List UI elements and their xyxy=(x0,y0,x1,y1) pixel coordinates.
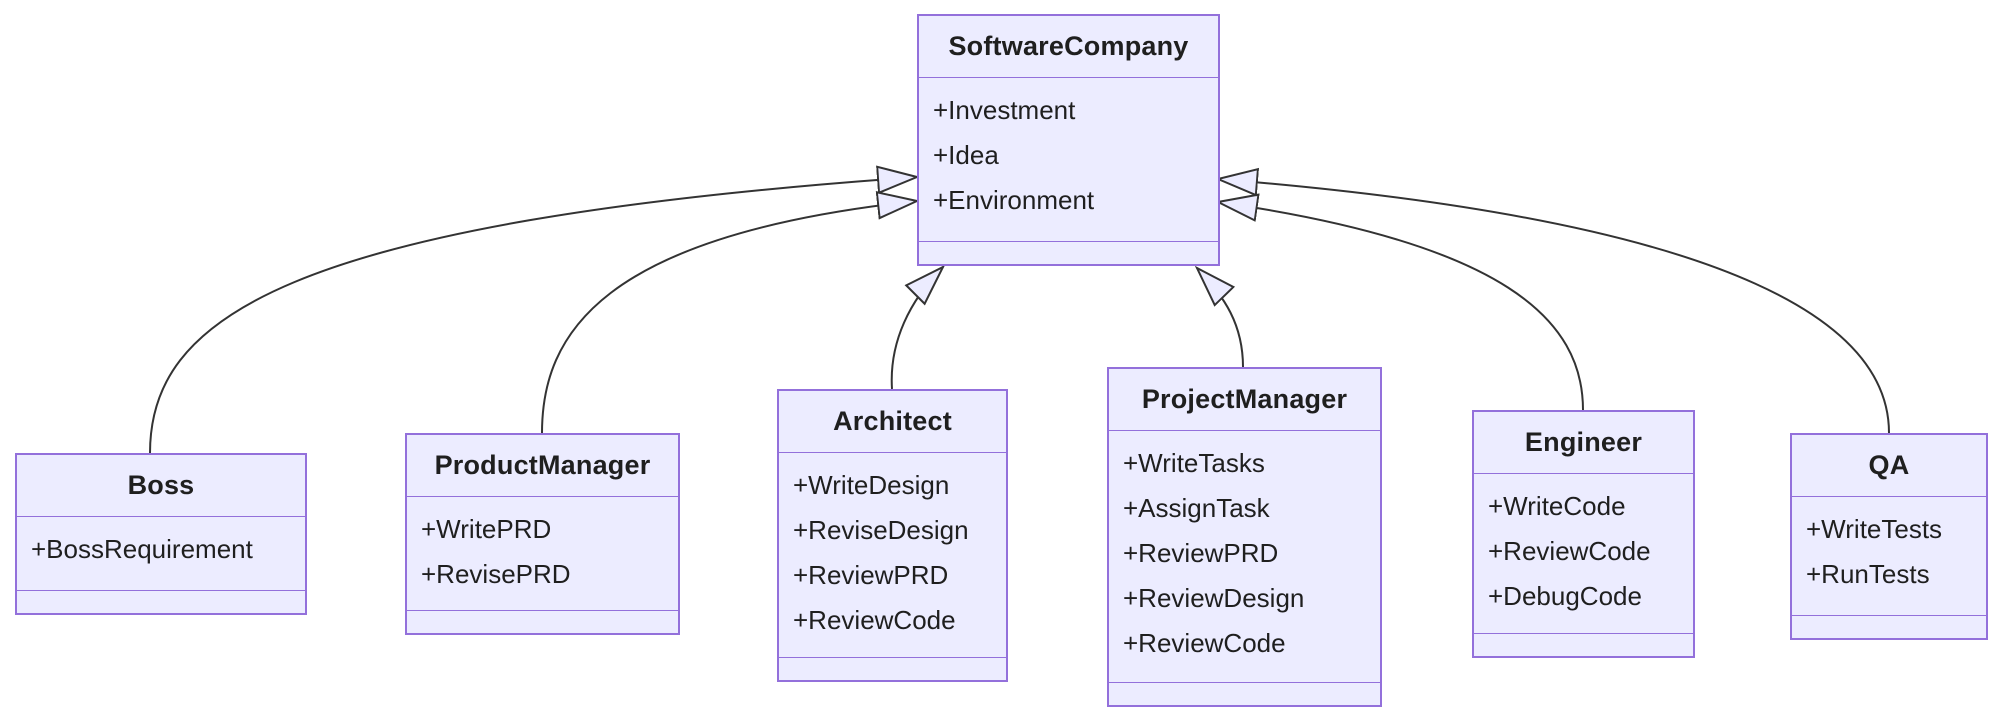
class-member: +WriteTests xyxy=(1806,514,1943,544)
class-member: +ReviseDesign xyxy=(793,515,969,545)
class-node-architect: Architect +WriteDesign +ReviseDesign +Revi… xyxy=(777,389,1008,682)
class-member: +RevisePRD xyxy=(421,559,571,589)
class-member: +ReviewCode xyxy=(793,605,956,635)
class-attributes: +WriteTests +RunTests xyxy=(1792,497,1986,615)
class-methods-empty xyxy=(1109,682,1380,705)
class-name: SoftwareCompany xyxy=(919,16,1218,78)
class-attributes: +Investment +Idea +Environment xyxy=(919,78,1218,241)
class-node-softwarecompany: SoftwareCompany +Investment +Idea +Environ… xyxy=(917,14,1220,266)
edge-engineer-inherits-softwarecompany xyxy=(1214,193,1584,411)
class-member: +Environment xyxy=(933,185,1095,215)
class-methods-empty xyxy=(17,590,305,613)
class-member: +Idea xyxy=(933,140,999,170)
class-member: +AssignTask xyxy=(1123,493,1270,523)
class-node-projectmanager: ProjectManager +WriteTasks +AssignTask +Re… xyxy=(1107,367,1382,707)
class-methods-empty xyxy=(779,657,1006,680)
class-name: ProductManager xyxy=(407,435,678,497)
class-member: +WriteDesign xyxy=(793,470,950,500)
class-name: ProjectManager xyxy=(1109,369,1380,431)
class-attributes: +BossRequirement xyxy=(17,517,305,590)
class-member: +WriteCode xyxy=(1488,491,1626,521)
class-member: +RunTests xyxy=(1806,559,1930,589)
edge-qa-inherits-softwarecompany xyxy=(1214,167,1890,434)
class-name: QA xyxy=(1792,435,1986,497)
class-member: +DebugCode xyxy=(1488,581,1642,611)
class-member: +BossRequirement xyxy=(31,534,253,564)
class-name: Boss xyxy=(17,455,305,517)
class-node-boss: Boss +BossRequirement xyxy=(15,453,307,615)
class-node-engineer: Engineer +WriteCode +ReviewCode +DebugCode xyxy=(1472,410,1695,658)
class-member: +WriteTasks xyxy=(1123,448,1265,478)
class-node-qa: QA +WriteTests +RunTests xyxy=(1790,433,1988,640)
class-attributes: +WriteCode +ReviewCode +DebugCode xyxy=(1474,474,1693,633)
class-methods-empty xyxy=(1792,615,1986,638)
edge-productmanager-inherits-softwarecompany xyxy=(541,190,921,434)
class-node-productmanager: ProductManager +WritePRD +RevisePRD xyxy=(405,433,680,635)
class-member: +ReviewCode xyxy=(1488,536,1651,566)
class-member: +ReviewCode xyxy=(1123,628,1286,658)
class-member: +ReviewDesign xyxy=(1123,583,1305,613)
edge-projectmanager-inherits-softwarecompany xyxy=(1194,265,1244,368)
class-attributes: +WriteDesign +ReviseDesign +ReviewPRD +Revi… xyxy=(779,453,1006,657)
class-member: +ReviewPRD xyxy=(793,560,949,590)
edge-boss-inherits-softwarecompany xyxy=(149,165,921,454)
class-name: Architect xyxy=(779,391,1006,453)
class-methods-empty xyxy=(1474,633,1693,656)
class-member: +WritePRD xyxy=(421,514,552,544)
class-member: +Investment xyxy=(933,95,1076,125)
class-attributes: +WritePRD +RevisePRD xyxy=(407,497,678,610)
class-member: +ReviewPRD xyxy=(1123,538,1279,568)
class-methods-empty xyxy=(407,610,678,633)
class-attributes: +WriteTasks +AssignTask +ReviewPRD +ReviewD… xyxy=(1109,431,1380,682)
class-methods-empty xyxy=(919,241,1218,264)
edge-architect-inherits-softwarecompany xyxy=(890,264,946,390)
class-name: Engineer xyxy=(1474,412,1693,474)
